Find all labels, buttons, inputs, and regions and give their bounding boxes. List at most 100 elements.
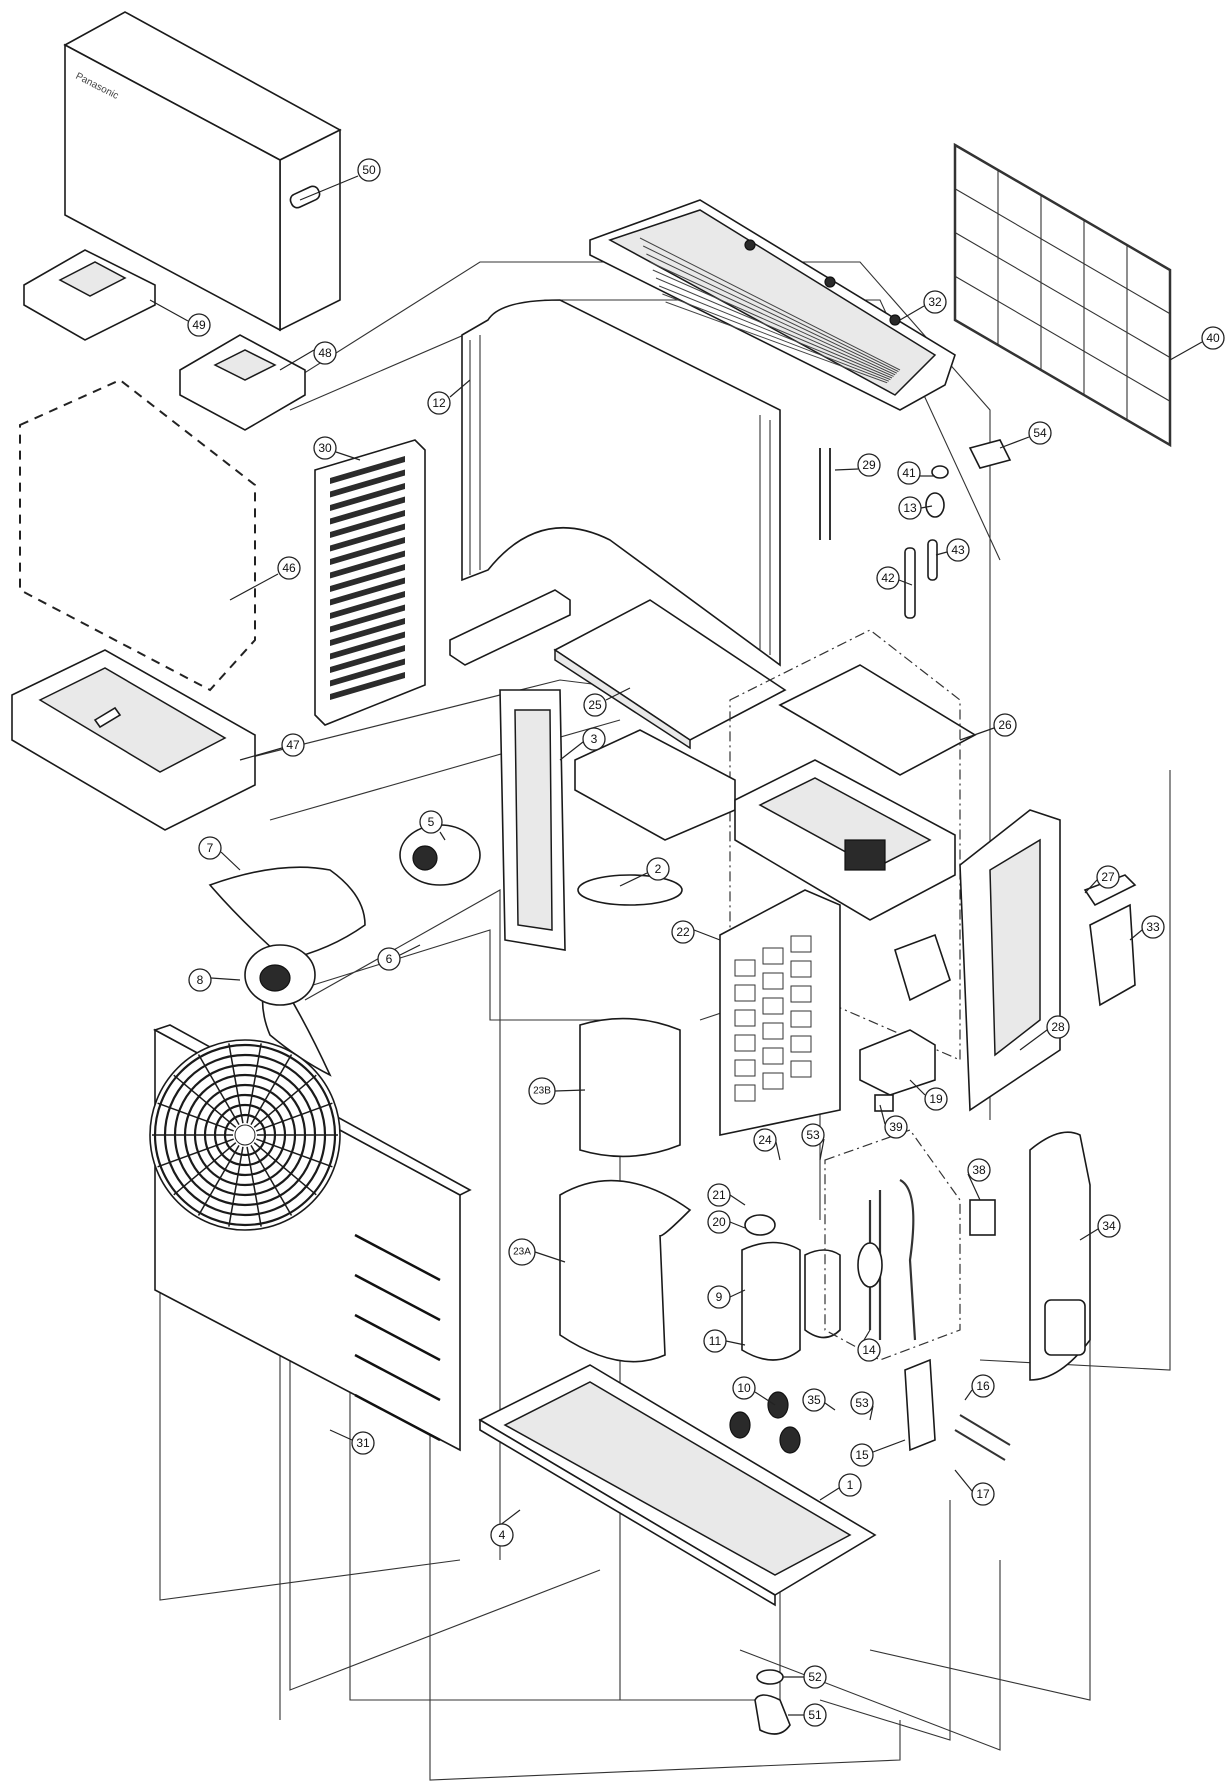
leader-line: [1079, 1228, 1099, 1241]
svg-text:54: 54: [1033, 426, 1047, 440]
grille-slat: [330, 591, 405, 619]
svg-text:31: 31: [356, 1436, 370, 1450]
leader-line: [754, 1391, 776, 1406]
bulkhead-cell: [790, 960, 812, 978]
callout-35: 35: [802, 1388, 826, 1412]
bulkhead-cell: [762, 1022, 784, 1040]
callout-15: 15: [850, 1443, 874, 1467]
callout-10: 10: [732, 1376, 756, 1400]
callout-5: 5: [419, 810, 443, 834]
fan-motor-bracket: [499, 689, 566, 951]
cover-rib: [642, 245, 899, 373]
rear-wire-mesh: [953, 142, 1172, 448]
grille-slat: [330, 496, 405, 525]
callout-40: 40: [1201, 326, 1225, 350]
svg-text:2: 2: [655, 862, 662, 876]
cover-rib: [649, 261, 896, 376]
bulkhead-cell: [762, 1072, 784, 1090]
leader-line: [819, 1138, 825, 1161]
reactor: [859, 1029, 936, 1096]
svg-text:25: 25: [588, 698, 602, 712]
fan-guard-spoke: [197, 1054, 240, 1125]
svg-text:49: 49: [192, 318, 206, 332]
callout-32: 32: [923, 290, 947, 314]
svg-text:27: 27: [1101, 870, 1115, 884]
control-board-outline: [729, 629, 961, 1061]
leader-line: [220, 851, 241, 871]
bulkhead-cell: [790, 1010, 812, 1028]
callout-33: 33: [1141, 915, 1165, 939]
leader-line: [872, 1439, 906, 1453]
svg-text:41: 41: [902, 466, 916, 480]
cover-rib: [659, 285, 891, 381]
callout-21: 21: [707, 1183, 731, 1207]
callout-54: 54: [1028, 421, 1052, 445]
bulkhead-cell: [762, 972, 784, 990]
leader-line: [239, 747, 283, 761]
leader-line: [210, 977, 241, 981]
callout-24: 24: [753, 1128, 777, 1152]
electronic-controller: [734, 759, 956, 921]
callout-20: 20: [707, 1210, 731, 1234]
cover-rib: [662, 293, 889, 382]
bulkhead-cell: [790, 985, 812, 1003]
leader-line: [819, 1487, 840, 1501]
leader-line: [335, 451, 361, 461]
svg-text:14: 14: [862, 1343, 876, 1357]
fan-guard-spoke: [250, 1054, 293, 1125]
callout-23a: 23A: [508, 1238, 536, 1266]
fan-guard-spoke: [173, 1142, 237, 1196]
bulkhead-cell: [734, 959, 756, 977]
panel-slat: [354, 1233, 441, 1282]
svg-text:34: 34: [1102, 1219, 1116, 1233]
leader-line: [149, 299, 189, 322]
callout-1: 1: [838, 1473, 862, 1497]
leader-line: [439, 831, 446, 841]
callout-16: 16: [971, 1374, 995, 1398]
mesh-wire: [954, 232, 1171, 358]
leader-line: [909, 1079, 926, 1096]
leader-line: [559, 741, 584, 761]
callout-52: 52: [803, 1665, 827, 1689]
fan-guard-spoke: [228, 1146, 244, 1227]
callout-13: 13: [898, 496, 922, 520]
svg-text:23A: 23A: [513, 1247, 531, 1258]
grille-slat: [330, 564, 405, 592]
grille-slat: [330, 483, 405, 511]
callout-6: 6: [377, 947, 401, 971]
grille-slat: [330, 618, 405, 646]
callout-31: 31: [351, 1431, 375, 1455]
svg-text:53: 53: [855, 1396, 869, 1410]
clip: [968, 439, 1012, 469]
bulkhead-cell: [734, 1034, 756, 1052]
callout-42: 42: [876, 566, 900, 590]
compressor: [741, 1214, 841, 1361]
svg-text:51: 51: [808, 1708, 822, 1722]
svg-text:6: 6: [386, 952, 393, 966]
svg-text:35: 35: [807, 1393, 821, 1407]
packaging-pad-bottom: [179, 334, 306, 431]
grille-slat: [330, 604, 405, 633]
svg-text:53: 53: [806, 1128, 820, 1142]
bulkhead-cell: [790, 1035, 812, 1053]
insulation-upper: [579, 1017, 681, 1158]
leader-line: [729, 1289, 746, 1298]
callout-12: 12: [427, 391, 451, 415]
svg-text:17: 17: [976, 1487, 990, 1501]
svg-text:1: 1: [847, 1478, 854, 1492]
insulation-lower: [559, 1179, 692, 1363]
svg-text:3: 3: [591, 732, 598, 746]
cover-rib: [639, 237, 901, 371]
leader-line: [449, 379, 471, 398]
bulkhead-cell: [790, 935, 812, 953]
leader-line: [954, 1469, 973, 1492]
top-cover: [589, 199, 956, 411]
pcb-bracket: [894, 933, 951, 1002]
right-side-panel: [959, 809, 1061, 1112]
svg-text:43: 43: [951, 543, 965, 557]
leader-line: [619, 872, 648, 887]
svg-text:28: 28: [1051, 1020, 1065, 1034]
partition-bulkhead: [719, 889, 841, 1136]
leader-line: [299, 175, 359, 201]
